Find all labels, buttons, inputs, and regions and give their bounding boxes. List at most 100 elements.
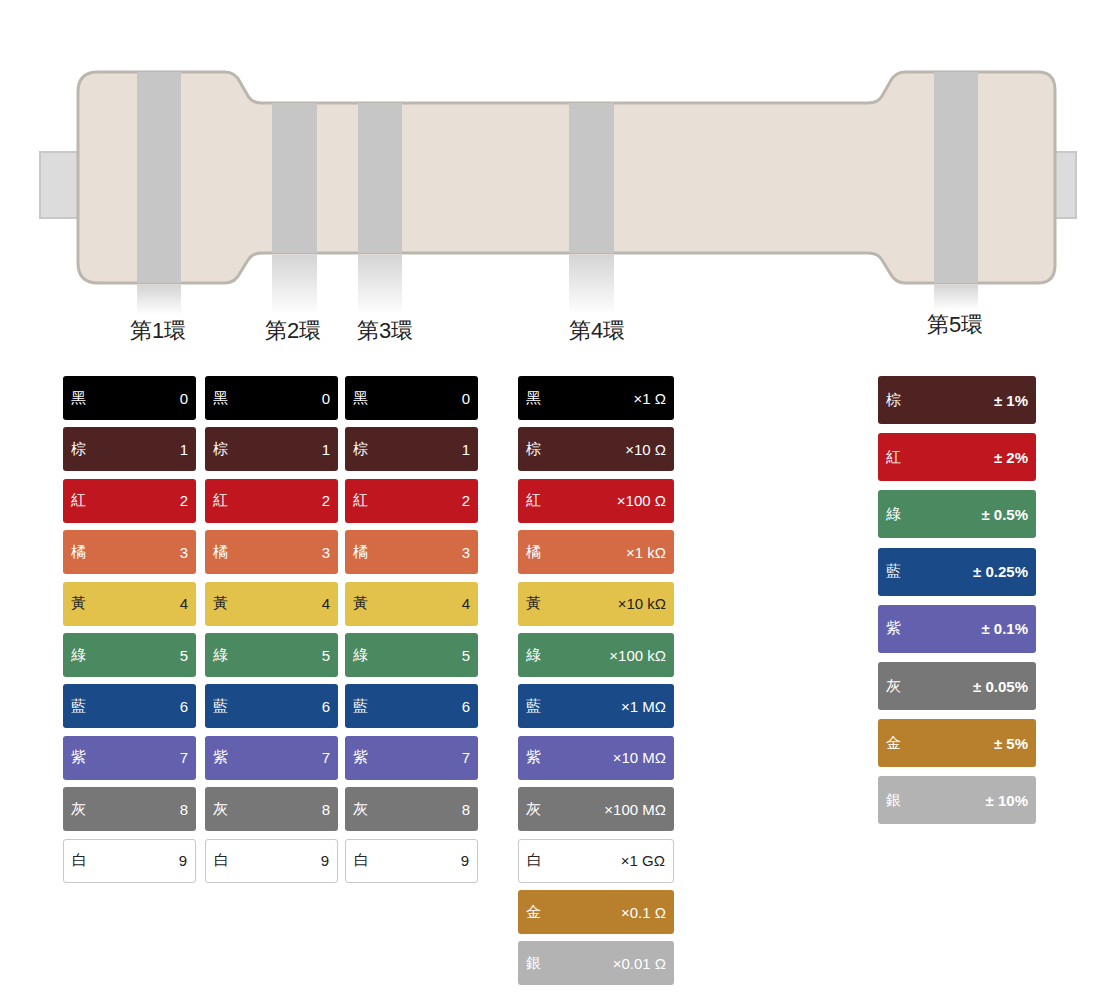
color-name: 藍 [353,697,368,716]
color-code-cell: 藍 ± 0.25% [878,548,1036,596]
color-code-cell: 黃4 [345,582,478,626]
color-name: 紫 [526,748,541,767]
color-code-cell: 綠5 [63,633,196,677]
color-value: 1 [180,441,188,458]
color-value: 9 [321,852,329,869]
color-value: 0 [322,390,330,407]
color-code-cell: 灰×100 MΩ [518,787,674,831]
color-value: 2 [322,492,330,509]
color-code-cell: 棕1 [345,427,478,471]
color-value: ± 0.1% [981,620,1028,637]
color-code-cell: 紅2 [63,479,196,523]
color-value: ×100 Ω [617,492,666,509]
color-name: 紅 [886,448,901,467]
color-code-cell: 黃×10 kΩ [518,582,674,626]
color-value: ×1 GΩ [621,852,665,869]
color-value: 4 [462,595,470,612]
color-name: 綠 [526,646,541,665]
color-name: 黑 [213,389,228,408]
color-value: 1 [322,441,330,458]
color-value: 3 [180,544,188,561]
color-name: 金 [526,903,541,922]
color-name: 橘 [71,543,86,562]
color-code-cell: 棕×10 Ω [518,427,674,471]
color-value: 6 [462,698,470,715]
color-value: 4 [180,595,188,612]
color-code-cell: 灰± 0.05% [878,662,1036,710]
color-value: 5 [462,647,470,664]
color-code-cell: 紫×10 MΩ [518,736,674,780]
color-code-cell: 藍6 [63,684,196,728]
color-code-cell: 黃4 [205,582,338,626]
color-code-cell: 黑0 [205,376,338,420]
color-name: 棕 [353,440,368,459]
color-value: 4 [322,595,330,612]
color-code-cell: 黑 ×1 Ω [518,376,674,420]
band-label: 第4環 [569,316,625,346]
color-value: 1 [462,441,470,458]
color-code-cell: 灰8 [345,787,478,831]
band-label: 第1環 [130,316,186,346]
color-value: ×1 Ω [634,390,666,407]
color-code-cell: 銀×0.01 Ω [518,941,674,985]
color-code-cell: 橘3 [205,530,338,574]
color-name: 紅 [71,491,86,510]
color-code-cell: 黃4 [63,582,196,626]
color-value: 5 [322,647,330,664]
color-name: 灰 [526,800,541,819]
color-code-cell: 紫7 [63,736,196,780]
color-value: ×1 kΩ [626,544,666,561]
color-code-cell: 紫 ± 0.1% [878,605,1036,653]
color-value: 8 [322,801,330,818]
color-name: 紫 [886,619,901,638]
color-name: 綠 [71,646,86,665]
color-code-cell: 綠5 [205,633,338,677]
color-value: 9 [179,852,187,869]
color-name: 紅 [526,491,541,510]
band-guide [137,285,181,315]
resistor-body [78,72,1055,283]
color-code-cell: 橘3 [63,530,196,574]
color-value: 8 [462,801,470,818]
band-label: 第2環 [265,316,321,346]
color-code-cell: 橘 ×1 kΩ [518,530,674,574]
color-name: 棕 [213,440,228,459]
color-code-cell: 白×1 GΩ [518,839,674,883]
color-value: ± 10% [986,792,1028,809]
color-value: ± 0.25% [973,563,1028,580]
color-code-cell: 紅2 [205,479,338,523]
color-code-cell: 紫7 [205,736,338,780]
color-name: 金 [886,734,901,753]
color-code-cell: 綠5 [345,633,478,677]
color-code-cell: 白9 [63,839,196,883]
color-name: 白 [214,851,229,870]
color-name: 綠 [886,505,901,524]
band-label: 第3環 [357,316,413,346]
color-code-cell: 紅2 [345,479,478,523]
color-name: 黑 [353,389,368,408]
band-label: 第5環 [927,310,983,340]
color-code-cell: 藍6 [205,684,338,728]
color-name: 藍 [886,562,901,581]
color-name: 黑 [526,389,541,408]
color-code-cell: 紅 ± 2% [878,433,1036,481]
color-value: ± 2% [994,449,1028,466]
color-name: 橘 [526,543,541,562]
color-name: 灰 [353,800,368,819]
color-name: 橘 [213,543,228,562]
color-name: 紫 [71,748,86,767]
color-code-cell: 金± 5% [878,719,1036,767]
color-code-cell: 棕1 [63,427,196,471]
color-name: 白 [72,851,87,870]
color-name: 灰 [71,800,86,819]
color-name: 黃 [71,594,86,613]
band-guide [569,255,614,315]
band-guide [934,285,978,310]
color-code-cell: 銀± 10% [878,776,1036,824]
color-name: 黃 [526,594,541,613]
color-name: 藍 [71,697,86,716]
color-code-cell: 紅 ×100 Ω [518,479,674,523]
color-value: ×10 Ω [625,441,666,458]
color-value: 3 [322,544,330,561]
color-name: 藍 [213,697,228,716]
